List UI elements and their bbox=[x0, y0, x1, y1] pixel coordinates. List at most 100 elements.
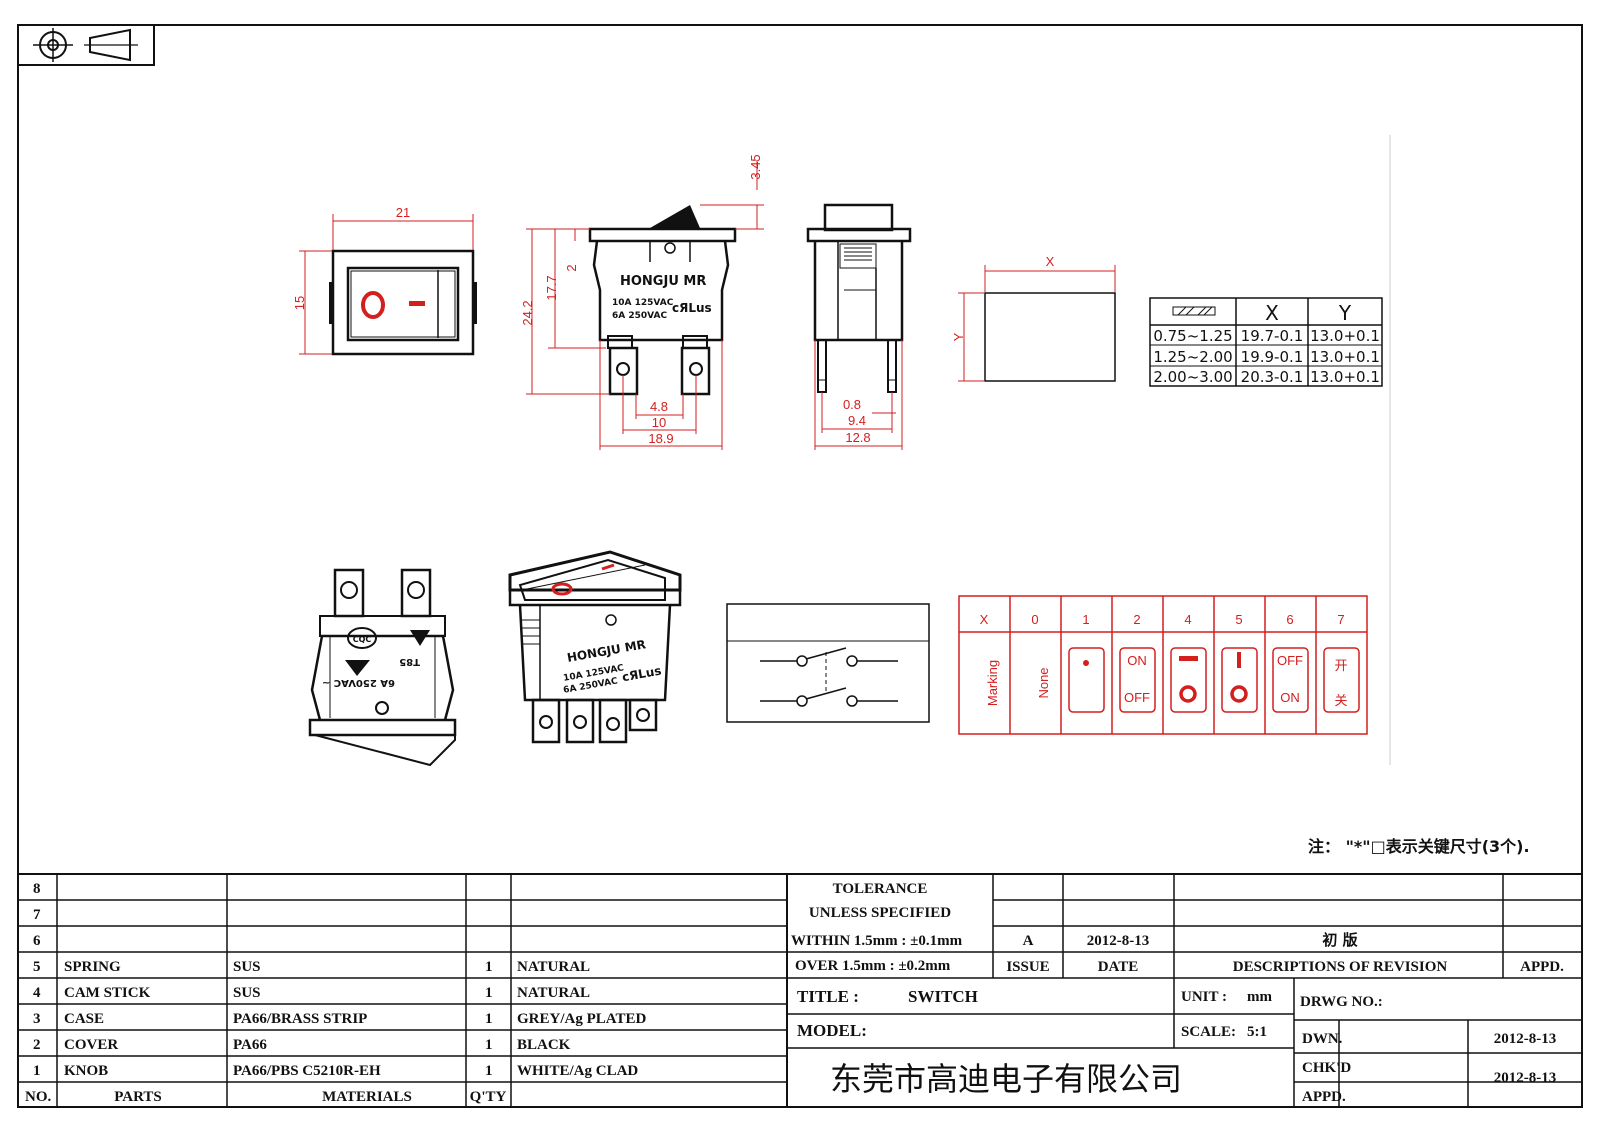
svg-text:2.00~3.00: 2.00~3.00 bbox=[1153, 368, 1232, 386]
svg-text:5: 5 bbox=[33, 959, 41, 975]
svg-text:CAM STICK: CAM STICK bbox=[64, 985, 151, 1001]
svg-text:1: 1 bbox=[485, 1011, 493, 1027]
bottom-rating: 6A 250VAC ~ bbox=[322, 677, 395, 688]
svg-text:1: 1 bbox=[485, 959, 493, 975]
svg-text:DATE: DATE bbox=[1098, 959, 1139, 975]
svg-text:4.8: 4.8 bbox=[650, 399, 668, 414]
svg-text:PA66: PA66 bbox=[233, 1037, 267, 1053]
svg-text:APPD.: APPD. bbox=[1520, 959, 1564, 975]
svg-text:18.9: 18.9 bbox=[648, 431, 673, 446]
svg-text:7: 7 bbox=[1337, 612, 1344, 627]
svg-text:CASE: CASE bbox=[64, 1011, 104, 1027]
svg-text:PA66/BRASS STRIP: PA66/BRASS STRIP bbox=[233, 1011, 367, 1027]
svg-text:4: 4 bbox=[33, 985, 41, 1001]
svg-text:MATERIALS: MATERIALS bbox=[322, 1089, 412, 1105]
dot-symbol-icon bbox=[1083, 660, 1089, 666]
ring-symbol-icon bbox=[1179, 685, 1197, 703]
svg-text:13.0+0.1: 13.0+0.1 bbox=[1310, 348, 1380, 366]
svg-text:12.8: 12.8 bbox=[845, 430, 870, 445]
svg-text:CHK'D: CHK'D bbox=[1302, 1060, 1351, 1076]
svg-text:Y: Y bbox=[1338, 301, 1352, 325]
bom-table: 8 7 6 5 SPRING SUS 1 NATURAL 4 CAM STICK… bbox=[25, 881, 646, 1105]
svg-text:HONGJU MR: HONGJU MR bbox=[566, 637, 647, 665]
company-name: 东莞市高迪电子有限公司 bbox=[830, 1060, 1182, 1098]
svg-text:SCALE:: SCALE: bbox=[1181, 1024, 1236, 1040]
panel-cutout: X Y bbox=[951, 254, 1116, 382]
svg-text:DESCRIPTIONS OF REVISION: DESCRIPTIONS OF REVISION bbox=[1233, 959, 1448, 975]
svg-text:2012-8-13: 2012-8-13 bbox=[1494, 1070, 1557, 1086]
svg-text:3: 3 bbox=[33, 1011, 41, 1027]
top-iso-view: HONGJU MR 10A 125VAC 6A 250VAC cЯLus bbox=[508, 550, 682, 744]
svg-text:NO.: NO. bbox=[25, 1089, 52, 1105]
svg-text:5: 5 bbox=[1235, 612, 1242, 627]
end-view: 0.8 9.4 12.8 bbox=[806, 203, 912, 450]
svg-text:X: X bbox=[1265, 301, 1279, 325]
svg-text:0.8: 0.8 bbox=[843, 397, 861, 412]
svg-text:CQC: CQC bbox=[353, 635, 372, 644]
title-block: 8 7 6 5 SPRING SUS 1 NATURAL 4 CAM STICK… bbox=[18, 873, 1582, 1107]
svg-text:cЯLus: cЯLus bbox=[672, 301, 712, 315]
svg-text:ON: ON bbox=[1280, 690, 1300, 705]
svg-text:7: 7 bbox=[33, 907, 41, 923]
svg-text:1.25~2.00: 1.25~2.00 bbox=[1153, 348, 1232, 366]
cutout-table: X Y 0.75~1.25 19.7-0.1 13.0+0.1 1.25~2.0… bbox=[1149, 297, 1383, 387]
on-symbol-icon bbox=[409, 301, 425, 306]
svg-text:24.2: 24.2 bbox=[520, 300, 535, 325]
svg-text:19.7-0.1: 19.7-0.1 bbox=[1241, 327, 1304, 345]
width-dimension: 21 bbox=[396, 205, 410, 220]
brand-label: HONGJU MR bbox=[620, 274, 706, 289]
bottom-code: T85 bbox=[399, 656, 420, 667]
svg-text:DRWG NO.:: DRWG NO.: bbox=[1300, 994, 1383, 1010]
note-text: 注： "*"□表示关键尺寸(3个). bbox=[1308, 837, 1530, 856]
svg-text:2: 2 bbox=[564, 264, 579, 271]
off-symbol-icon bbox=[361, 291, 385, 319]
svg-text:DWN.: DWN. bbox=[1302, 1031, 1343, 1047]
svg-text:8: 8 bbox=[33, 881, 41, 897]
svg-text:UNIT :: UNIT : bbox=[1181, 989, 1227, 1005]
svg-text:13.0+0.1: 13.0+0.1 bbox=[1310, 327, 1380, 345]
svg-text:cЯLus: cЯLus bbox=[621, 664, 663, 685]
svg-text:GREY/Ag PLATED: GREY/Ag PLATED bbox=[517, 1011, 646, 1027]
svg-text:20.3-0.1: 20.3-0.1 bbox=[1241, 368, 1304, 386]
svg-text:NATURAL: NATURAL bbox=[517, 959, 590, 975]
svg-text:关: 关 bbox=[1334, 693, 1347, 708]
svg-text:MODEL:: MODEL: bbox=[797, 1021, 867, 1040]
svg-text:mm: mm bbox=[1247, 989, 1272, 1005]
side-view: HONGJU MR 10A 125VAC 6A 250VAC cЯLus 24.… bbox=[520, 154, 764, 450]
svg-text:WHITE/Ag CLAD: WHITE/Ag CLAD bbox=[517, 1063, 638, 1079]
svg-text:2012-8-13: 2012-8-13 bbox=[1087, 933, 1150, 949]
svg-text:6: 6 bbox=[33, 933, 41, 949]
svg-text:开: 开 bbox=[1334, 658, 1347, 673]
svg-text:2: 2 bbox=[33, 1037, 41, 1053]
svg-text:NATURAL: NATURAL bbox=[517, 985, 590, 1001]
bottom-iso-view: CQC T85 6A 250VAC ~ bbox=[308, 568, 457, 767]
svg-text:2: 2 bbox=[1133, 612, 1140, 627]
cutout-y-label: Y bbox=[951, 332, 966, 341]
svg-text:0.75~1.25: 0.75~1.25 bbox=[1153, 327, 1232, 345]
svg-text:4: 4 bbox=[1184, 612, 1191, 627]
none-label: None bbox=[1036, 667, 1051, 698]
svg-text:SWITCH: SWITCH bbox=[908, 987, 978, 1006]
marking-table: X 0 1 2 4 5 6 7 Marking None ON OFF OFF … bbox=[958, 595, 1368, 735]
marking-label: Marking bbox=[985, 660, 1000, 706]
height-dimension: 15 bbox=[292, 296, 307, 310]
svg-text:BLACK: BLACK bbox=[517, 1037, 571, 1053]
svg-text:初 版: 初 版 bbox=[1322, 931, 1357, 949]
svg-text:COVER: COVER bbox=[64, 1037, 118, 1053]
svg-text:2012-8-13: 2012-8-13 bbox=[1494, 1031, 1557, 1047]
svg-text:0: 0 bbox=[1031, 612, 1038, 627]
svg-text:6A 250VAC: 6A 250VAC bbox=[612, 311, 667, 321]
bar-symbol-icon bbox=[1179, 656, 1198, 661]
svg-text:1: 1 bbox=[1082, 612, 1089, 627]
svg-text:OFF: OFF bbox=[1277, 653, 1303, 668]
svg-text:13.0+0.1: 13.0+0.1 bbox=[1310, 368, 1380, 386]
svg-text:10A 125VAC: 10A 125VAC bbox=[612, 298, 674, 308]
svg-text:SUS: SUS bbox=[233, 985, 261, 1001]
svg-text:KNOB: KNOB bbox=[64, 1063, 108, 1079]
line-symbol-icon bbox=[1237, 652, 1241, 668]
svg-text:ON: ON bbox=[1127, 653, 1147, 668]
svg-text:3.45: 3.45 bbox=[748, 154, 763, 179]
svg-text:ISSUE: ISSUE bbox=[1006, 959, 1049, 975]
svg-text:9.4: 9.4 bbox=[848, 413, 866, 428]
